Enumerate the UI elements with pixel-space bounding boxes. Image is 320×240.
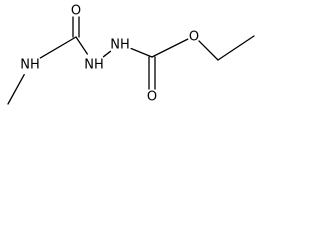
atom-label-o1: O: [71, 4, 81, 19]
single-bond-c2-n3: [39, 36, 77, 59]
atoms-layer: O NH NH NH O O: [20, 4, 199, 105]
atom-label-n5: NH: [84, 58, 104, 73]
atom-label-n3: NH: [20, 58, 40, 73]
atom-label-n6: NH: [110, 38, 130, 53]
single-bond-n3-c4: [7, 73, 25, 105]
atom-label-o9: O: [189, 30, 199, 45]
single-bond-c2-n5: [75, 36, 88, 55]
chemical-structure: O NH NH NH O O: [0, 0, 262, 117]
structure-drawing: O NH NH NH O O: [7, 4, 255, 105]
bonds-layer: [7, 16, 255, 105]
single-bond-o9-c10: [198, 40, 219, 61]
single-bond-c10-c11: [217, 35, 255, 61]
single-bond-n5-n6: [102, 50, 112, 58]
atom-label-o8: O: [147, 90, 157, 105]
single-bond-c7-o9: [151, 38, 189, 58]
single-bond-n6-c7: [130, 47, 153, 58]
